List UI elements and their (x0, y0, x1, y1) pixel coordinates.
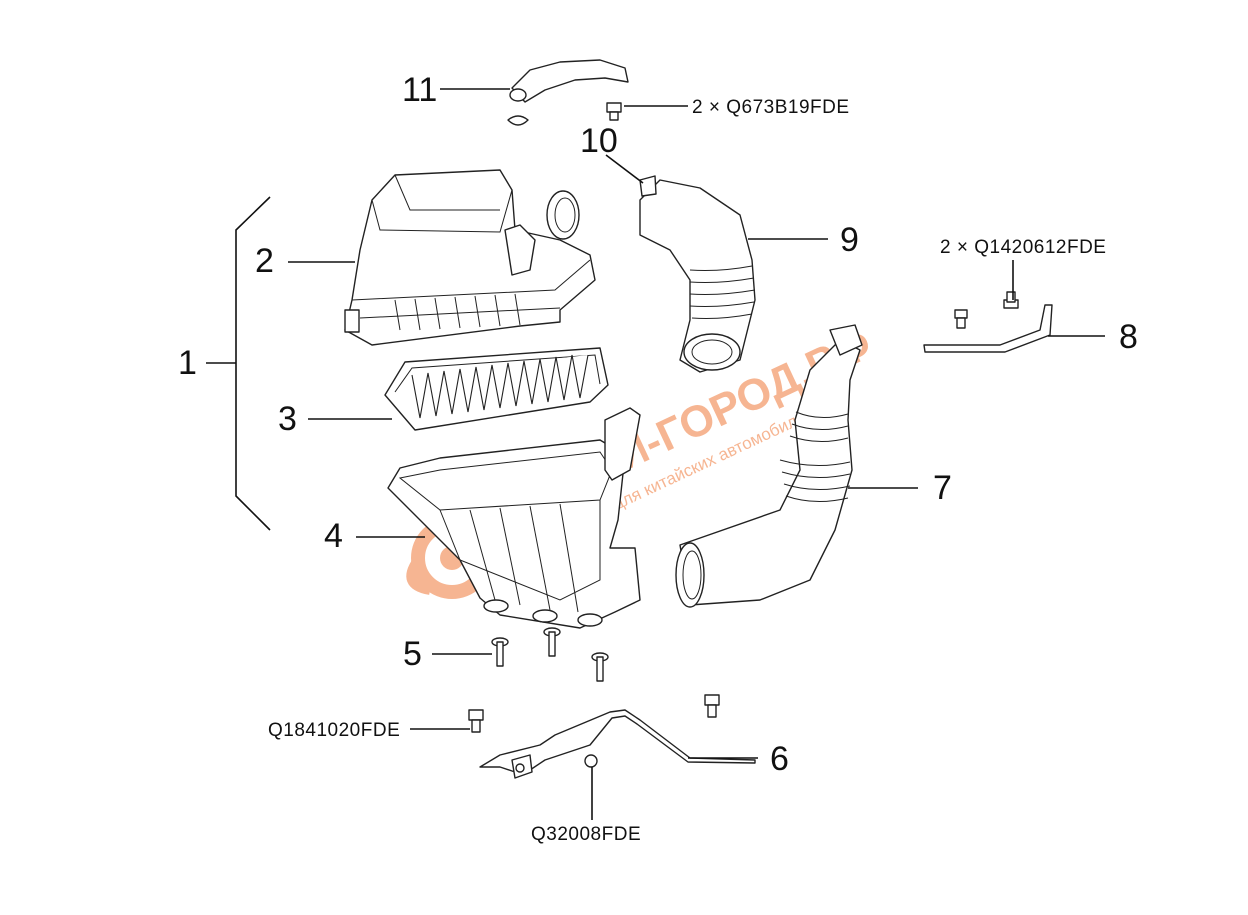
callout-5: 5 (403, 635, 422, 673)
leader-10 (605, 154, 644, 184)
small-bracket (923, 291, 1053, 353)
intake-duct-7 (675, 324, 863, 608)
callout-11: 11 (402, 71, 437, 109)
breather-hose-11 (507, 59, 629, 126)
bolt-set-5 (491, 627, 609, 682)
callout-6: 6 (770, 740, 789, 778)
bracket-bolt-a (954, 309, 968, 329)
bolt-bracket-left (468, 709, 484, 733)
code-nut-bottom: Q32008FDE (531, 824, 641, 845)
air-filter-element (384, 347, 609, 431)
callout-2: 2 (255, 242, 274, 280)
callout-8: 8 (1119, 318, 1138, 356)
callout-9: 9 (840, 221, 859, 259)
bolt-bracket-right (704, 694, 720, 718)
support-bracket (468, 694, 756, 779)
callout-3: 3 (278, 400, 297, 438)
callout-7: 7 (933, 469, 952, 507)
air-filter-housing (387, 407, 641, 629)
callout-1: 1 (178, 344, 197, 382)
callout-10: 10 (580, 122, 618, 160)
clamp-10 (606, 102, 622, 121)
bracket-bolt-b (1003, 291, 1019, 309)
code-bolt-left: Q1841020FDE (268, 720, 400, 741)
code-clamp-bolts: 2 × Q673B19FDE (692, 97, 850, 118)
callout-4: 4 (324, 517, 343, 555)
resonator-hose-9 (639, 175, 756, 373)
code-bracket-bolts: 2 × Q1420612FDE (940, 237, 1106, 258)
air-filter-cover (344, 169, 596, 346)
